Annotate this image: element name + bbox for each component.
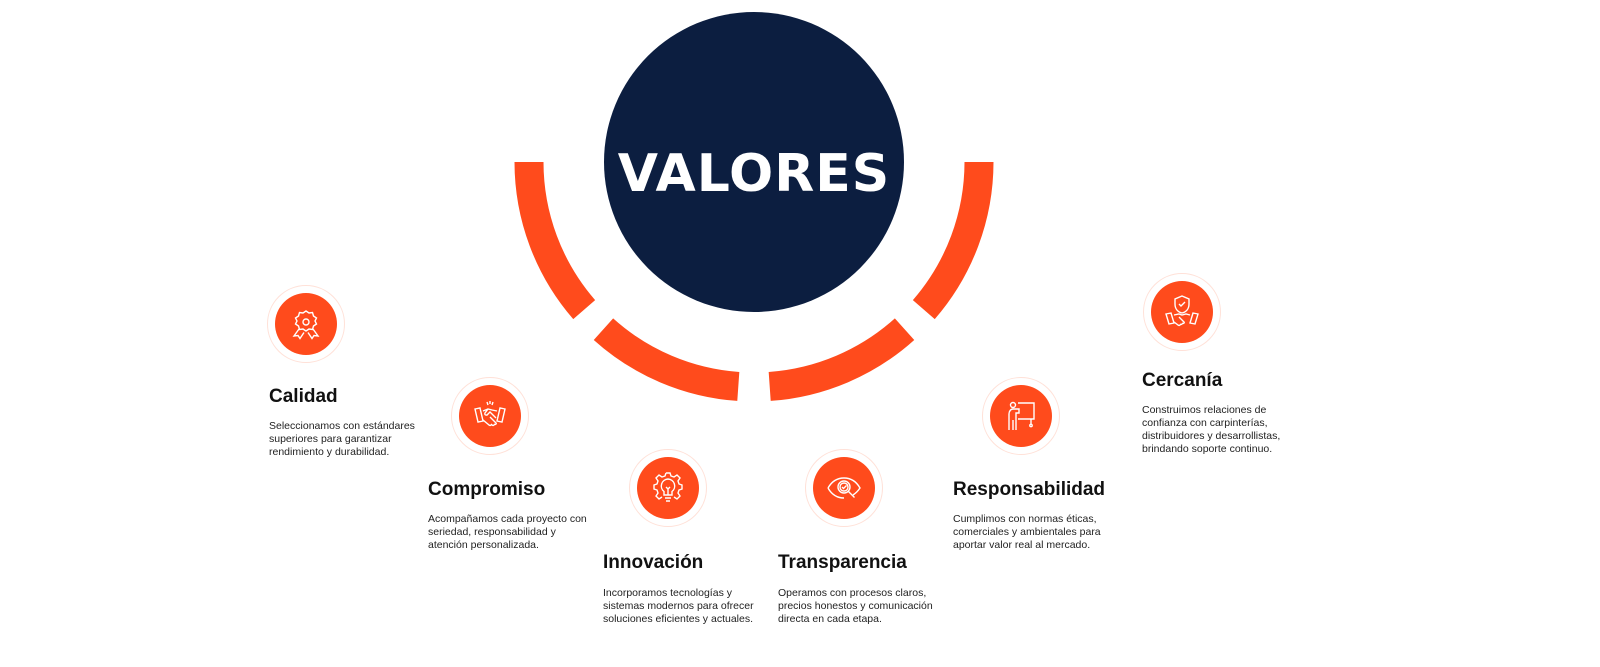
- value-desc-innovacion: Incorporamos tecnologías y sistemas mode…: [603, 587, 754, 625]
- value-title-responsabilidad: Responsabilidad: [953, 479, 1106, 500]
- handshake-icon: [474, 401, 506, 427]
- presenter-board-icon: [1008, 401, 1035, 430]
- arc-left-lower: [593, 318, 740, 401]
- value-title-innovacion: Innovación: [603, 552, 704, 573]
- compromiso-icon-badge: [451, 377, 529, 455]
- value-desc-cercania: Construimos relaciones de confianza con …: [1142, 404, 1281, 455]
- value-title-calidad: Calidad: [269, 386, 338, 407]
- value-desc-responsabilidad: Cumplimos con normas éticas, comerciales…: [953, 513, 1101, 551]
- award-rosette-icon: [292, 310, 320, 340]
- value-desc-compromiso: Acompañamos cada proyecto con seriedad, …: [428, 513, 587, 551]
- value-title-compromiso: Compromiso: [428, 479, 546, 500]
- value-title-cercania: Cercanía: [1142, 370, 1223, 391]
- value-desc-transparencia: Operamos con procesos claros, precios ho…: [778, 587, 933, 625]
- responsabilidad-icon-badge: [982, 377, 1060, 455]
- arc-right-upper: [912, 161, 994, 320]
- innovacion-icon-badge: [629, 449, 707, 527]
- valores-circle: VALORES: [604, 12, 904, 312]
- eye-magnifier-icon: [827, 477, 861, 499]
- arc-left-upper: [514, 161, 596, 320]
- cercania-icon-badge: [1143, 273, 1221, 351]
- value-desc-calidad: Seleccionamos con estándares superiores …: [269, 420, 415, 458]
- calidad-icon-badge: [267, 285, 345, 363]
- transparencia-icon-badge: [805, 449, 883, 527]
- lightbulb-gear-icon: [653, 472, 683, 502]
- arc-right-lower: [768, 318, 915, 401]
- shield-handshake-icon: [1165, 295, 1199, 327]
- value-title-transparencia: Transparencia: [778, 552, 907, 573]
- page-title: VALORES: [617, 144, 891, 204]
